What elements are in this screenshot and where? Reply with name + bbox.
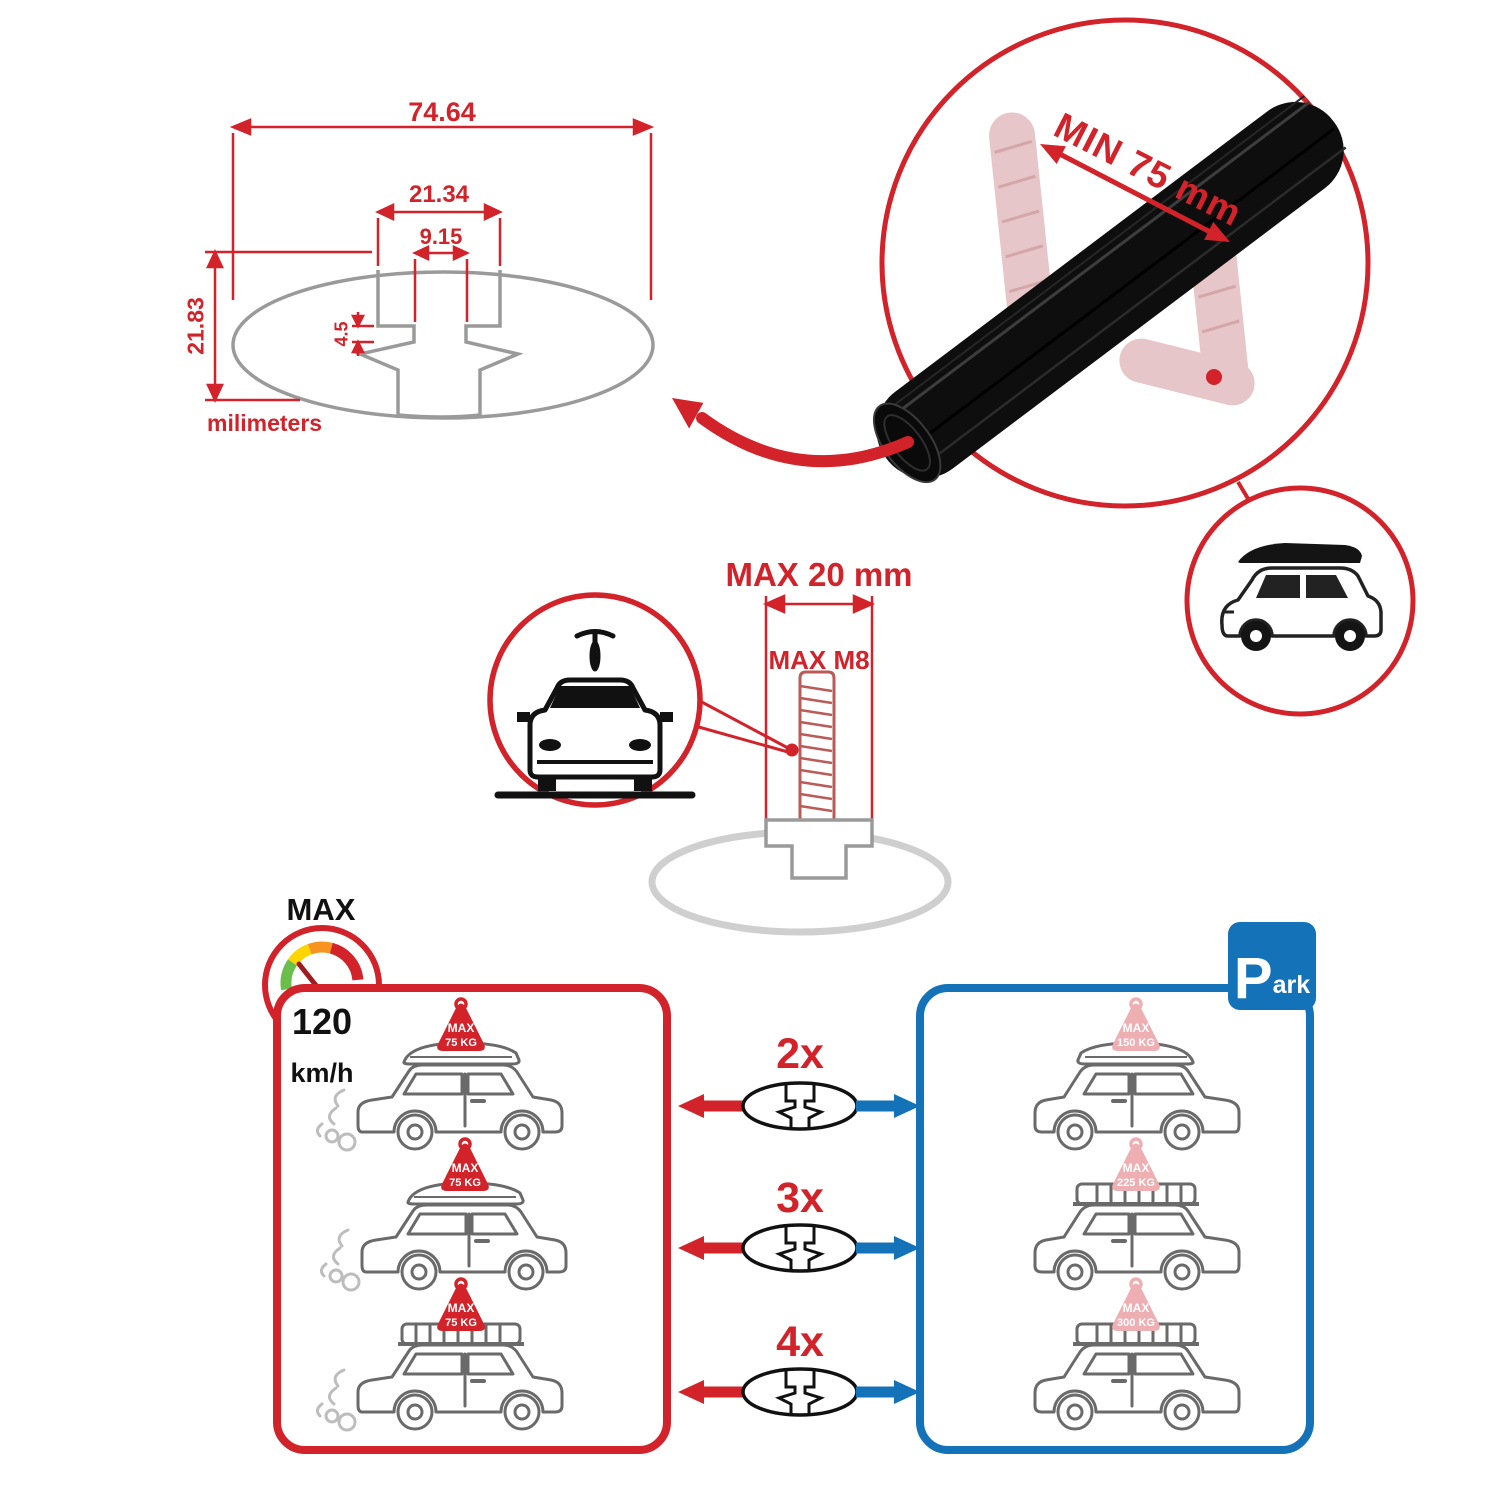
weight-tag-driving-2: MAX 75 KG <box>432 1134 498 1196</box>
svg-text:MAX: MAX <box>1123 1021 1150 1035</box>
weight-tag-driving-1: MAX 75 KG <box>428 994 494 1056</box>
weight-tag-driving-3: MAX 75 KG <box>428 1274 494 1336</box>
svg-text:MAX: MAX <box>448 1021 475 1035</box>
dim-slot-width: 9.15 <box>419 224 463 249</box>
park-sign-suffix: ark <box>1272 971 1311 999</box>
svg-text:75 KG: 75 KG <box>445 1037 477 1049</box>
svg-text:75 KG: 75 KG <box>445 1317 477 1329</box>
qty-row-3: 4x <box>776 1318 824 1366</box>
bolt-diagram-art <box>648 594 952 936</box>
svg-text:75 KG: 75 KG <box>449 1177 481 1189</box>
speed-unit: km/h <box>290 1058 354 1088</box>
speed-max-label: MAX <box>286 892 356 927</box>
svg-text:150 KG: 150 KG <box>1117 1037 1155 1049</box>
park-sign-letter: P <box>1233 945 1273 1011</box>
svg-text:MAX: MAX <box>1123 1301 1150 1315</box>
bolt-max-width-label: MAX 20 mm <box>725 556 913 593</box>
threaded-bolt <box>798 670 836 822</box>
car-bike-circle <box>487 592 703 808</box>
speed-value: 120 <box>291 1001 353 1042</box>
roof-box-silhouette <box>1238 543 1362 563</box>
weight-tag-parking-1: MAX 150 KG <box>1103 994 1169 1056</box>
weight-tag-parking-2: MAX 225 KG <box>1103 1134 1169 1196</box>
bracket-end-dot <box>1206 369 1222 385</box>
svg-text:MAX: MAX <box>1123 1161 1150 1175</box>
compat-row-art-2 <box>678 1223 920 1273</box>
t-slot-base <box>764 818 874 880</box>
dim-lip-height: 4.5 <box>331 321 352 347</box>
dim-total-height: 21.83 <box>182 297 209 355</box>
pointer-arrow-to-drawing <box>672 398 914 468</box>
svg-text:MAX: MAX <box>452 1161 479 1175</box>
svg-text:300 KG: 300 KG <box>1117 1317 1155 1329</box>
weight-tag-parking-3: MAX 300 KG <box>1103 1274 1169 1336</box>
qty-row-2: 3x <box>776 1174 824 1222</box>
qty-row-1: 2x <box>776 1030 824 1078</box>
bike-icon <box>574 629 616 672</box>
profile-cross-section <box>231 270 655 420</box>
dim-unit-label: milimeters <box>207 410 323 436</box>
compat-row-art-3 <box>678 1367 920 1417</box>
bolt-max-thread-label: MAX M8 <box>768 645 870 675</box>
crossbar-photo-circle <box>672 17 1371 509</box>
crossbar-bar <box>872 95 1347 484</box>
svg-text:MAX: MAX <box>448 1301 475 1315</box>
svg-text:225 KG: 225 KG <box>1117 1177 1155 1189</box>
compat-row-art-1 <box>678 1081 920 1131</box>
dim-channel-width: 21.34 <box>408 181 470 208</box>
dimension-lines <box>205 118 655 403</box>
min-75-arrow <box>1040 144 1230 242</box>
park-sign: P ark <box>1228 922 1316 1010</box>
dim-total-width: 74.64 <box>408 97 476 127</box>
suv-roofbox-circle <box>1184 485 1416 717</box>
